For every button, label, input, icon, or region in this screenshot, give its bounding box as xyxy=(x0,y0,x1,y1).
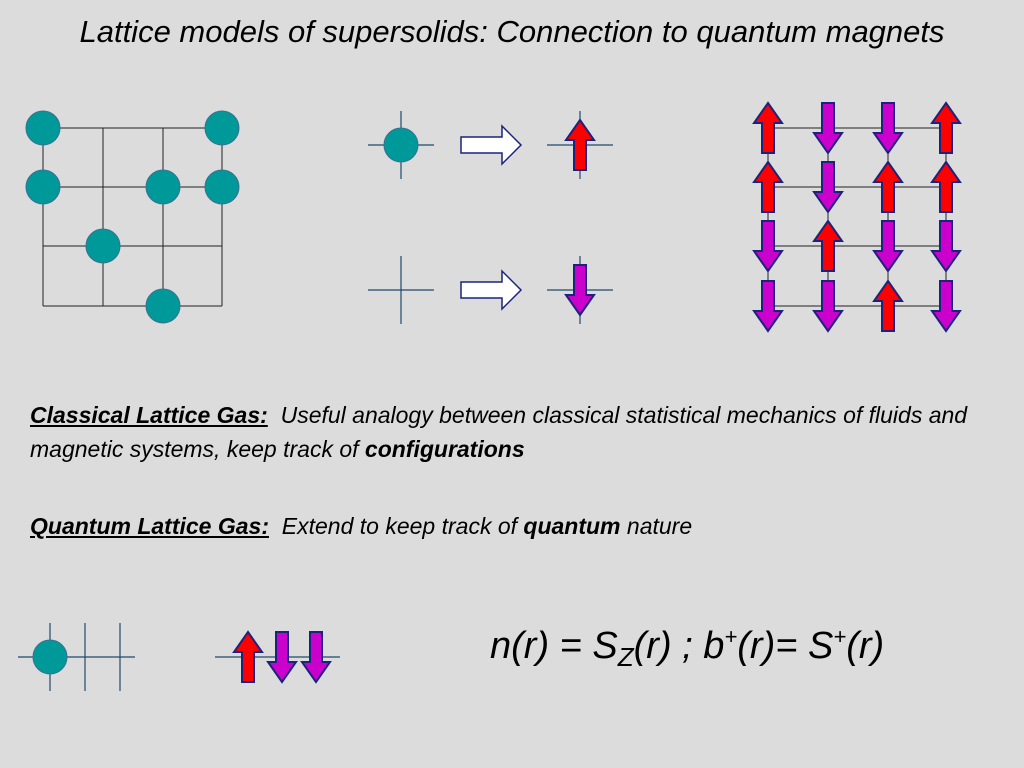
particle-dot xyxy=(25,169,61,205)
classical-emphasis: configurations xyxy=(364,436,525,462)
particle-dot xyxy=(204,169,240,205)
mapping-empty xyxy=(368,256,613,324)
maps-to-arrow-icon xyxy=(460,269,523,311)
bottom-particle-row xyxy=(18,623,135,691)
quantum-text-before: Extend to keep track of xyxy=(281,513,518,539)
formula-r: (r) xyxy=(846,625,885,667)
mapping-occupied xyxy=(368,111,613,179)
mapping-formula: n(r) = SZ(r) ; b+(r)= S+(r) xyxy=(490,624,884,673)
particle-dot xyxy=(383,127,419,163)
particle-dot xyxy=(32,639,68,675)
spin-lattice-lines xyxy=(767,127,947,307)
particle-lattice-lines xyxy=(42,127,223,307)
quantum-text-after: nature xyxy=(626,513,693,539)
formula-s: (r)= S xyxy=(737,625,834,667)
quantum-lattice-gas-text: Quantum Lattice Gas: Extend to keep trac… xyxy=(30,509,990,543)
particle-dot xyxy=(145,288,181,324)
particle-dot xyxy=(145,169,181,205)
bottom-spin-row xyxy=(215,631,340,683)
classical-term: Classical Lattice Gas: xyxy=(30,402,268,428)
particle-lattice-sites xyxy=(25,110,240,324)
formula-n: n(r) = S xyxy=(490,625,618,667)
spin-lattice-arrows xyxy=(753,102,961,332)
formula-plus: + xyxy=(833,624,847,649)
classical-description: Useful analogy between classical statist… xyxy=(30,402,968,462)
quantum-term: Quantum Lattice Gas: xyxy=(30,513,269,539)
particle-dot xyxy=(85,228,121,264)
slide-title: Lattice models of supersolids: Connectio… xyxy=(79,14,945,49)
particle-lattice xyxy=(25,110,240,324)
spin-lattice xyxy=(753,102,961,332)
particle-dot xyxy=(25,110,61,146)
formula-b: (r) ; b xyxy=(633,625,725,667)
classical-lattice-gas-text: Classical Lattice Gas: Useful analogy be… xyxy=(30,398,990,466)
formula-plus: + xyxy=(724,624,738,649)
maps-to-arrow-icon xyxy=(460,124,523,166)
formula-z: Z xyxy=(617,642,634,672)
particle-dot xyxy=(204,110,240,146)
quantum-emphasis: quantum xyxy=(523,513,621,539)
